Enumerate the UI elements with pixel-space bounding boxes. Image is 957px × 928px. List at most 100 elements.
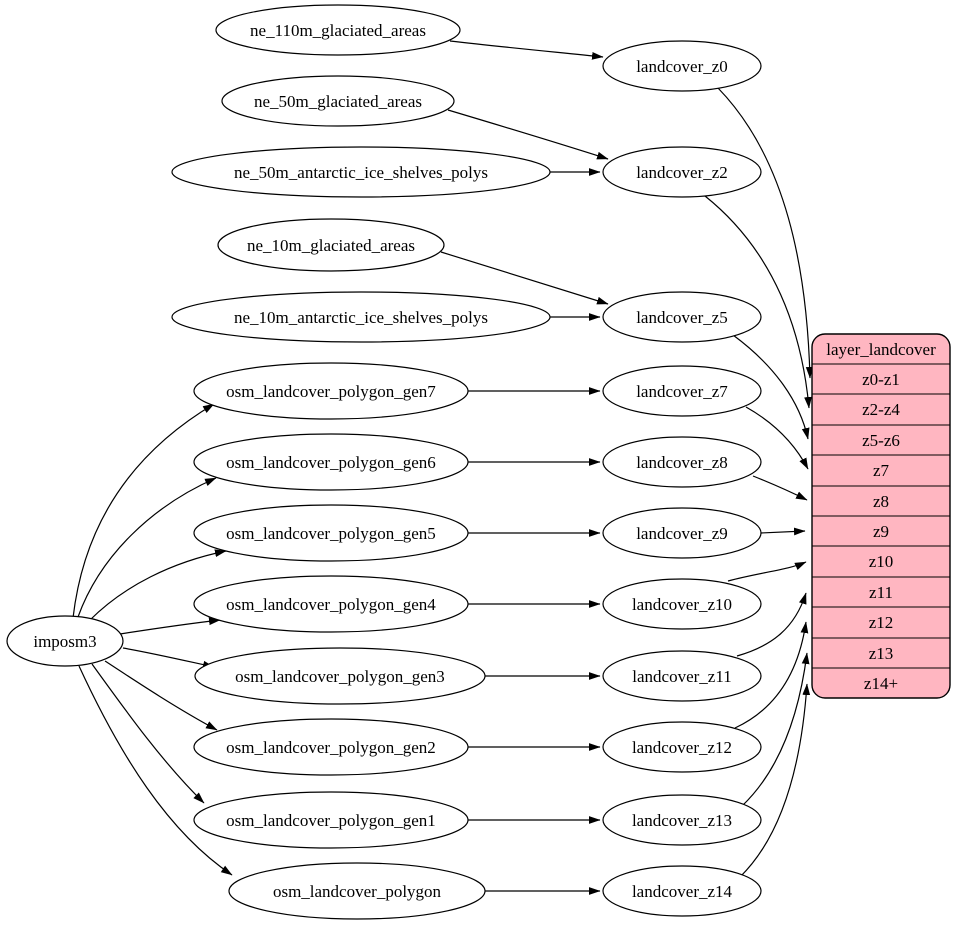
- edge-imposm3-gen7: [72, 403, 215, 619]
- edge-ne50m-glaciated-z2: [447, 109, 609, 160]
- node-ne_50m_glaciated_areas: ne_50m_glaciated_areas: [221, 75, 455, 127]
- edge-z11-row-z11: [736, 592, 807, 657]
- node-osm_landcover_polygon_gen2: osm_landcover_polygon_gen2: [193, 718, 469, 776]
- table-layer_landcover: layer_landcover z0-z1 z2-z4 z5-z6 z7 z8 …: [811, 333, 951, 699]
- edge-z14-row-z14plus: [739, 683, 811, 878]
- node-label: osm_landcover_polygon_gen7: [226, 382, 436, 401]
- node-label: ne_110m_glaciated_areas: [250, 21, 426, 40]
- node-landcover_z7: landcover_z7: [602, 365, 762, 417]
- node-shape: [193, 362, 469, 420]
- node-landcover_z14: landcover_z14: [602, 865, 762, 917]
- node-shape: [221, 75, 455, 127]
- edge-ne110m-z0: [449, 40, 604, 60]
- node-label: landcover_z11: [632, 667, 731, 686]
- node-label: osm_landcover_polygon_gen3: [235, 667, 445, 686]
- edge-imposm3-gen1: [91, 663, 205, 804]
- node-ne_10m_antarctic_ice_shelves_polys: ne_10m_antarctic_ice_shelves_polys: [171, 291, 551, 343]
- table-row-label: z13: [869, 644, 894, 663]
- node-label: landcover_z10: [632, 595, 732, 614]
- node-label: landcover_z7: [636, 382, 728, 401]
- table-row-label: z10: [869, 552, 894, 571]
- node-shape: [193, 791, 469, 849]
- node-landcover_z2: landcover_z2: [602, 146, 762, 198]
- node-shape: [228, 862, 486, 920]
- node-shape: [602, 365, 762, 417]
- node-ne_110m_glaciated_areas: ne_110m_glaciated_areas: [215, 4, 461, 56]
- node-label: landcover_z12: [632, 738, 732, 757]
- node-shape: [215, 4, 461, 56]
- node-landcover_z9: landcover_z9: [602, 507, 762, 559]
- node-shape: [193, 504, 469, 562]
- node-label: osm_landcover_polygon_gen4: [226, 595, 436, 614]
- node-shape: [193, 433, 469, 491]
- node-osm_landcover_polygon_gen7: osm_landcover_polygon_gen7: [193, 362, 469, 420]
- node-label: landcover_z5: [636, 308, 728, 327]
- node-shape: [602, 721, 762, 773]
- node-ne_50m_antarctic_ice_shelves_polys: ne_50m_antarctic_ice_shelves_polys: [171, 146, 551, 198]
- node-imposm3-shape: [6, 615, 124, 667]
- node-label: osm_landcover_polygon_gen5: [226, 524, 436, 543]
- node-landcover_z8: landcover_z8: [602, 436, 762, 488]
- table-row-label: z8: [873, 492, 889, 511]
- node-imposm3: imposm3: [6, 615, 124, 667]
- edge-ne10m-glaciated-z5: [440, 251, 609, 305]
- node-shape: [193, 718, 469, 776]
- node-shape: [602, 40, 762, 92]
- node-osm_landcover_polygon_gen5: osm_landcover_polygon_gen5: [193, 504, 469, 562]
- node-label: ne_10m_glaciated_areas: [247, 236, 415, 255]
- table-row-label: z14+: [864, 674, 898, 693]
- table-row-label: z7: [873, 461, 890, 480]
- edge-z10-row-z10: [727, 561, 807, 582]
- node-shape: [217, 218, 445, 272]
- node-landcover_z13: landcover_z13: [602, 794, 762, 846]
- node-label: ne_50m_glaciated_areas: [254, 92, 422, 111]
- node-label: osm_landcover_polygon_gen1: [226, 811, 436, 830]
- node-shape: [602, 436, 762, 488]
- node-label: landcover_z8: [636, 453, 728, 472]
- node-shape: [602, 291, 762, 343]
- node-label: osm_landcover_polygon_gen6: [226, 453, 436, 472]
- table-row-label: z9: [873, 522, 889, 541]
- node-landcover_z5: landcover_z5: [602, 291, 762, 343]
- node-landcover_z10: landcover_z10: [602, 578, 762, 630]
- node-shape: [602, 865, 762, 917]
- table-row-label: z12: [869, 613, 894, 632]
- edge-z9-row-z9: [760, 527, 806, 536]
- node-shape: [193, 575, 469, 633]
- node-label: osm_landcover_polygon_gen2: [226, 738, 436, 757]
- node-osm_landcover_polygon_gen1: osm_landcover_polygon_gen1: [193, 791, 469, 849]
- edge-group: [72, 40, 814, 895]
- edge-z7-row-z7: [745, 406, 809, 470]
- node-shape: [602, 578, 762, 630]
- node-landcover_z0: landcover_z0: [602, 40, 762, 92]
- edge-z8-row-z8: [752, 475, 808, 501]
- node-label: landcover_z2: [636, 163, 728, 182]
- edge-z5-row-z5-z6: [732, 334, 810, 440]
- edge-z13-row-z13: [741, 652, 810, 807]
- node-landcover_z11: landcover_z11: [602, 650, 762, 702]
- node-osm_landcover_polygon_gen4: osm_landcover_polygon_gen4: [193, 575, 469, 633]
- edge-imposm3-polygon: [78, 665, 233, 876]
- table-row-label: z5-z6: [862, 431, 900, 450]
- edge-z2-row-z2-z4: [704, 195, 812, 409]
- node-label: ne_10m_antarctic_ice_shelves_polys: [234, 308, 488, 327]
- node-osm_landcover_polygon_gen6: osm_landcover_polygon_gen6: [193, 433, 469, 491]
- node-label: ne_50m_antarctic_ice_shelves_polys: [234, 163, 488, 182]
- edge-z0-row-z0-z1: [717, 87, 814, 379]
- edge-z12-row-z12: [734, 621, 809, 729]
- node-shape: [602, 650, 762, 702]
- node-shape: [602, 794, 762, 846]
- node-shape: [602, 507, 762, 559]
- node-landcover_z12: landcover_z12: [602, 721, 762, 773]
- node-label: landcover_z13: [632, 811, 732, 830]
- table-row-label: z11: [869, 583, 893, 602]
- node-osm_landcover_polygon_gen3: osm_landcover_polygon_gen3: [194, 647, 486, 705]
- edge-imposm3-gen2: [104, 660, 218, 731]
- edge-imposm3-gen5: [89, 549, 227, 621]
- node-shape: [602, 146, 762, 198]
- node-label: osm_landcover_polygon: [273, 882, 442, 901]
- node-ne_10m_glaciated_areas: ne_10m_glaciated_areas: [217, 218, 445, 272]
- edge-imposm3-gen4: [119, 617, 221, 635]
